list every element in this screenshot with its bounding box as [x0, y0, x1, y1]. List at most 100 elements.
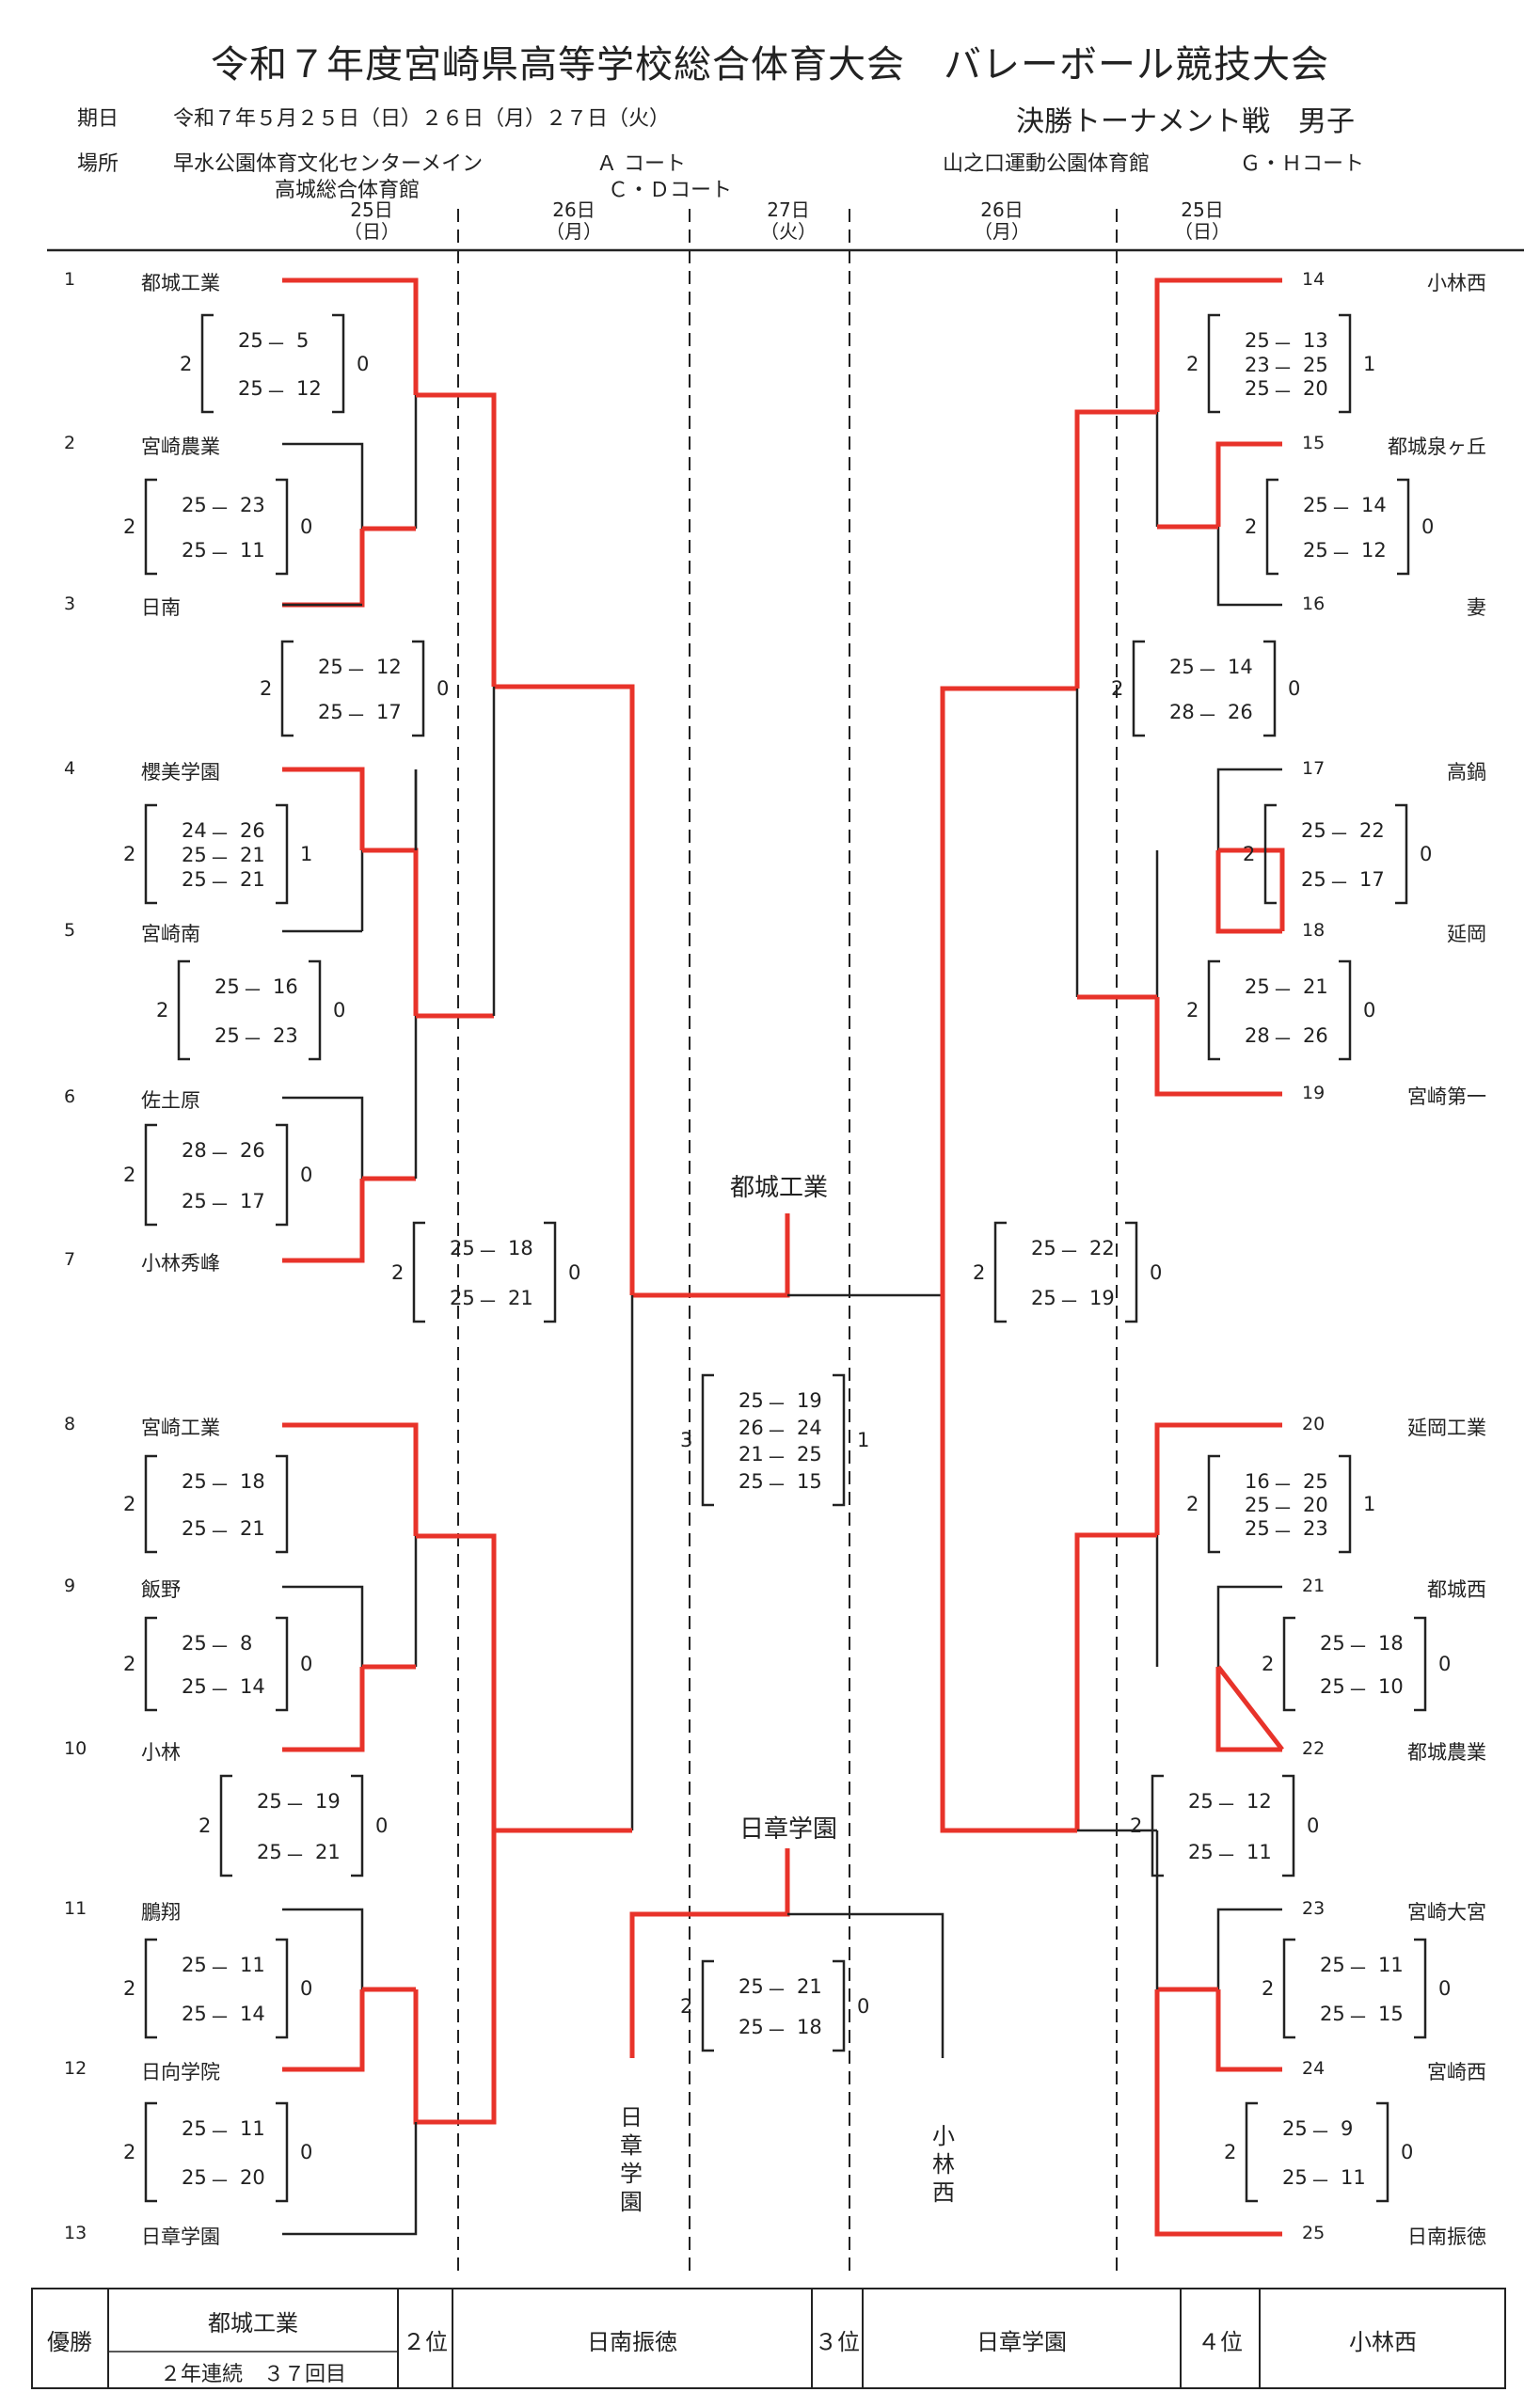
set-score-a: 25 [1282, 2117, 1308, 2140]
score-bracket-left [1282, 1616, 1295, 1712]
set-score-dash: － [1331, 543, 1351, 565]
sets-won-b: 0 [300, 515, 313, 538]
winner-path [413, 1830, 497, 2125]
set-score-dash: － [1348, 1679, 1368, 1702]
bracket-line [787, 1912, 945, 2058]
set-score-dash: － [266, 381, 286, 404]
winner-path [1074, 409, 1157, 689]
sets-won-a: 2 [973, 1260, 986, 1284]
set-score-dash: － [210, 872, 230, 895]
set-score-dash: － [1348, 1636, 1368, 1658]
venue-2: 高城総合体育館 [275, 179, 421, 202]
sets-won-a: 2 [1224, 2141, 1237, 2163]
team-name: 日向学院 [141, 2061, 220, 2083]
bracket-line [282, 1585, 364, 1667]
team-name: 延岡 [1447, 923, 1486, 945]
team-name: 都城西 [1427, 1578, 1486, 1601]
score-bracket-right [833, 1373, 846, 1507]
set-score-b: 19 [315, 1790, 341, 1813]
third-place-match-label: 日章学園 [739, 1815, 838, 1844]
winner-path [282, 1422, 419, 1536]
team-seed: 3 [64, 594, 76, 614]
score-bracket-right [833, 1959, 846, 2052]
set-score-dash: － [1329, 872, 1349, 895]
set-score-a: 25 [1320, 1954, 1345, 1976]
set-score-b: 12 [376, 656, 402, 678]
set-score-b: 8 [240, 1632, 253, 1655]
set-score-a: 25 [738, 2016, 764, 2038]
set-score-dash: － [1329, 823, 1349, 846]
score-bracket-left [1207, 313, 1220, 414]
team-seed: 17 [1302, 758, 1326, 779]
set-score-b: 23 [1303, 1517, 1328, 1540]
set-score-dash: － [767, 1393, 786, 1416]
sets-won-b: 0 [857, 1994, 870, 2018]
sets-won-b: 0 [1288, 677, 1301, 700]
score-bracket-right [276, 803, 289, 905]
sets-won-b: 0 [300, 1164, 313, 1186]
sets-won-a: 2 [391, 1260, 405, 1284]
set-score-a: 25 [318, 656, 343, 678]
sets-won-b: 0 [300, 1977, 313, 2000]
set-score-b: 11 [1246, 1841, 1272, 1863]
team-name: 小林 [141, 1741, 181, 1764]
sets-won-a: 2 [1245, 515, 1258, 538]
set-score-a: 25 [1320, 1632, 1345, 1655]
set-score-b: 21 [240, 868, 265, 891]
set-score-a: 25 [1320, 2003, 1345, 2025]
score-bracket-left [1245, 2101, 1258, 2203]
set-score-dash: － [210, 1194, 230, 1216]
score-bracket-left [701, 1959, 714, 2052]
team-seed: 9 [64, 1576, 76, 1596]
third-place-label: ３位 [815, 2329, 860, 2355]
set-score-dash: － [210, 1636, 230, 1658]
set-score-dash: － [210, 2121, 230, 2144]
score-bracket-right [1414, 1938, 1427, 2039]
set-score-dash: － [210, 1957, 230, 1980]
score-bracket-left [1207, 1454, 1220, 1554]
winner-path [1074, 1532, 1157, 1830]
set-score-dash: － [767, 1979, 786, 2002]
winner-path [494, 684, 635, 1295]
team-seed: 22 [1302, 1738, 1326, 1759]
score-bracket-left [993, 1221, 1007, 1323]
sets-won-b: 1 [300, 843, 313, 865]
first-place-team: 都城工業 [208, 2310, 298, 2337]
set-score-b: 18 [508, 1237, 533, 1259]
set-score-b: 18 [797, 2016, 822, 2038]
team-seed: 18 [1302, 920, 1326, 941]
set-score-b: 21 [1303, 975, 1328, 998]
set-score-a: 25 [1282, 2166, 1308, 2189]
set-score-b: 12 [1246, 1790, 1272, 1813]
set-score-a: 25 [450, 1287, 475, 1309]
period-label: 期日 [77, 107, 119, 131]
set-score-a: 25 [182, 1675, 207, 1698]
winner-path [632, 1213, 790, 1298]
set-score-dash: － [1216, 1845, 1236, 1867]
score-bracket-right [1397, 478, 1410, 576]
winner-path [940, 1295, 1077, 1833]
set-score-dash: － [346, 659, 366, 682]
score-bracket-right [276, 1616, 289, 1712]
set-score-a: 25 [1188, 1790, 1214, 1813]
sets-won-a: 2 [123, 1977, 136, 2000]
sets-won-a: 2 [1111, 677, 1124, 700]
set-score-a: 25 [738, 1389, 764, 1412]
sets-won-a: 2 [180, 352, 193, 375]
set-score-dash: － [1273, 1028, 1293, 1051]
set-score-dash: － [1273, 333, 1293, 356]
team-seed: 16 [1302, 594, 1326, 614]
set-score-dash: － [266, 333, 286, 356]
first-place-note: ２年連続 ３７回目 [159, 2363, 346, 2386]
score-bracket-left [1265, 478, 1278, 576]
sets-won-b: 0 [1421, 515, 1435, 538]
sets-won-b: 0 [1363, 999, 1376, 1022]
set-score-a: 25 [1303, 494, 1328, 516]
score-bracket-right [276, 1938, 289, 2039]
set-score-b: 20 [240, 2166, 265, 2189]
set-score-b: 13 [1303, 329, 1328, 352]
winner-path [1215, 1989, 1282, 2072]
sets-won-b: 0 [375, 1814, 389, 1837]
score-bracket-right [1282, 1774, 1295, 1877]
